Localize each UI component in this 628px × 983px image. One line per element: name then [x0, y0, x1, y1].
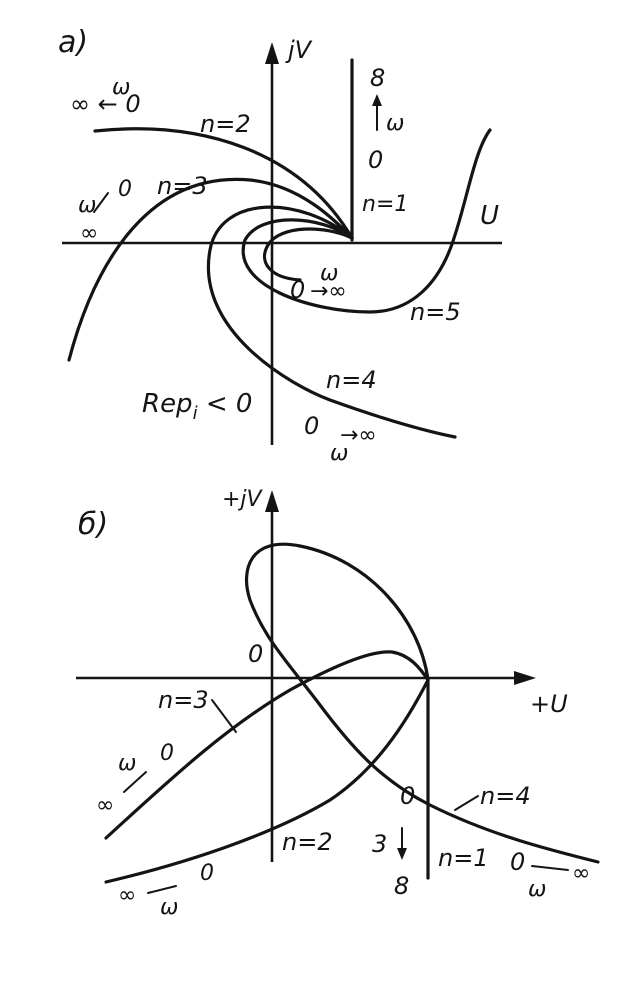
label-n4-a: n=4 — [326, 366, 377, 394]
curve-n2-a — [93, 127, 354, 240]
axis-u-b-label: +U — [530, 690, 568, 718]
curve-n4-b — [245, 542, 600, 864]
axis-v-a-label: jV — [285, 36, 313, 64]
label-n1-eight-b: 8 — [394, 872, 409, 900]
label-n4-w-a: ω — [330, 441, 348, 466]
label-n2-inf-b: ∞ — [118, 883, 136, 908]
axis-u-b-arrow — [514, 671, 536, 685]
axis-v-a-arrow — [265, 42, 279, 64]
label-n4-0-b: 0 — [510, 848, 525, 876]
leader-n3-b — [211, 699, 237, 733]
panel-b-label: б) — [78, 507, 108, 542]
panel-b: б) +jV +U n=3 n=2 n=1 n=4 0 ω 0 ∞ ∞ ω 0 — [76, 487, 600, 920]
label-n1-b: n=1 — [438, 844, 489, 872]
label-w-n3-a: ω — [78, 193, 96, 218]
curve-n2-b — [104, 678, 430, 884]
label-n1-w-a: ω — [386, 111, 404, 136]
label-n3-a: n=3 — [157, 172, 208, 200]
label-w-top-a: ω — [112, 75, 130, 100]
arrow-n3-a — [93, 192, 109, 213]
leader-n4-b — [454, 795, 479, 811]
label-zero-n3-a: 0 — [118, 177, 132, 202]
label-n5-inf-a: →∞ — [310, 279, 347, 304]
label-n2-a: n=2 — [200, 110, 251, 138]
label-n2-w-b: ω — [160, 895, 178, 920]
curve-n3-b — [104, 650, 430, 840]
label-n5-w-a: ω — [320, 261, 338, 286]
label-n2-b: n=2 — [282, 828, 333, 856]
label-inf-n3-a: ∞ — [80, 221, 98, 246]
label-n5-a: n=5 — [410, 298, 461, 326]
arrow-n3-b — [123, 771, 147, 793]
label-n3-inf-b: ∞ — [96, 793, 114, 818]
label-n3-b: n=3 — [158, 686, 209, 714]
curve-inner-loop-a — [262, 227, 354, 282]
label-n5-zero-a: 0 — [290, 276, 305, 304]
label-n1-a: n=1 — [362, 192, 408, 217]
label-n4-b: n=4 — [480, 782, 531, 810]
panel-a: a) jV U n=2 n=3 n=1 n=5 n=4 Repi < 0 ∞ ←… — [58, 25, 502, 466]
label-n3-0-b: 0 — [160, 741, 174, 766]
label-n4-inf-b: ∞ — [572, 861, 590, 886]
label-inf-w-0-top-a: ∞ ← 0 — [70, 90, 141, 118]
label-n1-three-b: 3 — [372, 830, 387, 858]
arrow-n1-b-head — [397, 848, 407, 860]
label-n4-zero-a: 0 — [304, 412, 319, 440]
label-n4-inf-a: →∞ — [340, 423, 377, 448]
label-n3-w-b: ω — [118, 751, 136, 776]
label-rep-a: Repi < 0 — [142, 389, 252, 424]
label-n1-zero-b: 0 — [400, 782, 415, 810]
axis-u-a-label: U — [480, 201, 499, 231]
arrow-n2-b — [147, 885, 177, 894]
axis-v-b-label: +jV — [222, 487, 264, 512]
label-n1-zero-a: 0 — [368, 146, 383, 174]
label-n2-0-b: 0 — [200, 861, 214, 886]
arrow-n1-a-head — [372, 94, 382, 106]
curve-n4-a — [206, 205, 457, 439]
label-n4-w-b: ω — [528, 877, 546, 902]
arrow-n4-b — [531, 865, 569, 871]
panel-a-label: a) — [58, 25, 88, 60]
axis-v-b-arrow — [265, 490, 279, 512]
label-n1-top-a: 8 — [370, 64, 385, 92]
curve-n5-a — [241, 128, 492, 314]
label-zero-left-b: 0 — [248, 640, 263, 668]
curve-n3-a — [67, 177, 354, 362]
